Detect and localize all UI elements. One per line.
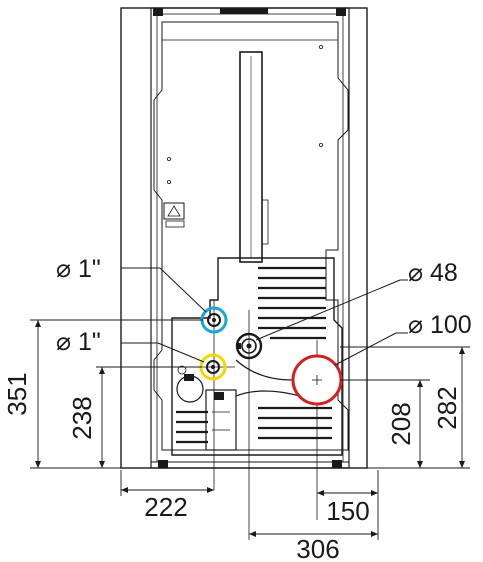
dim-inner-left-height: 238 [67, 396, 97, 439]
leader-lines [121, 267, 408, 366]
dimension-arrows [35, 320, 465, 537]
dim-right-inner-height: 208 [386, 402, 416, 445]
dim-bottom-total-width: 306 [296, 534, 339, 562]
dim-left-height: 351 [2, 372, 32, 415]
callout-flue-outlet: ⌀ 100 [408, 311, 472, 339]
air-inlet-48 [235, 332, 263, 360]
flue-outlet-100 [291, 354, 343, 406]
dim-right-outer-height: 282 [432, 386, 462, 429]
callout-lower-left-port: ⌀ 1" [56, 328, 101, 356]
dim-bottom-mid-width: 150 [326, 496, 369, 526]
service-box [171, 257, 343, 456]
callout-air-inlet: ⌀ 48 [408, 259, 458, 287]
dimension-lines [30, 319, 470, 540]
back-panel [153, 21, 349, 451]
cabinet-outline [120, 7, 368, 469]
vertical-duct [239, 51, 269, 263]
callout-upper-left-port: ⌀ 1" [56, 255, 101, 283]
dim-bottom-left-width: 222 [144, 492, 187, 522]
